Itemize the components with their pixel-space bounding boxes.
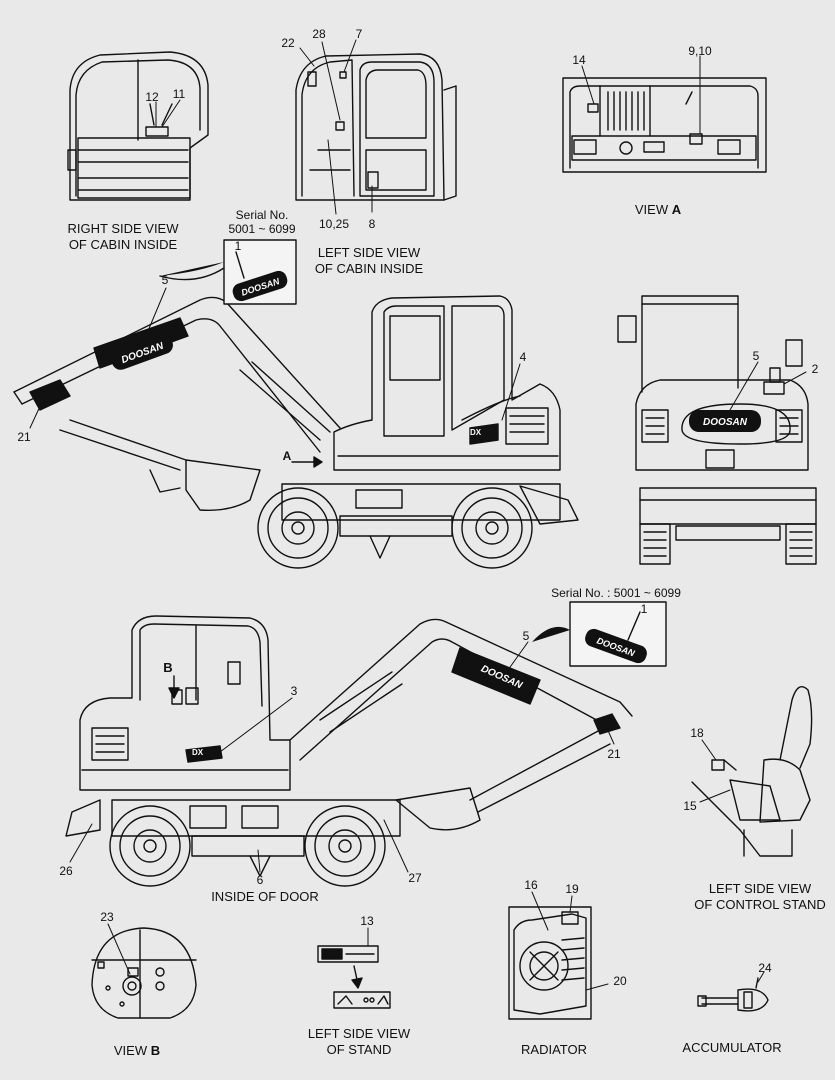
- callout-15: 15: [683, 799, 697, 813]
- callout-16: 16: [524, 878, 538, 892]
- callout-20: 20: [613, 974, 627, 988]
- caption-right-cabin-1: RIGHT SIDE VIEW: [67, 221, 179, 236]
- decal-boom-top: DOOSAN: [111, 334, 173, 370]
- arrow-b-label: B: [163, 660, 173, 675]
- caption-view-a-prefix: VIEW: [634, 202, 669, 217]
- callout-21-mid: 21: [607, 747, 621, 761]
- serial-top-line2: 5001 ~ 6099: [228, 222, 296, 236]
- callout-23: 23: [100, 910, 114, 924]
- callout-18: 18: [690, 726, 704, 740]
- callout-14: 14: [572, 53, 586, 67]
- callout-13: 13: [360, 914, 374, 928]
- caption-view-b: VIEW B: [114, 1043, 160, 1058]
- accumulator-view: [697, 977, 769, 1012]
- caption-radiator: RADIATOR: [521, 1042, 587, 1057]
- callout-27: 27: [408, 871, 422, 885]
- caption-stand-2: OF STAND: [326, 1042, 392, 1057]
- caption-left-cabin-1: LEFT SIDE VIEW: [317, 245, 421, 260]
- caption-view-a-letter: A: [671, 202, 682, 217]
- serial-top-line1: Serial No.: [235, 208, 289, 222]
- callout-2: 2: [811, 362, 819, 376]
- caption-stand-1: LEFT SIDE VIEW: [307, 1026, 411, 1041]
- caption-control-stand-1: LEFT SIDE VIEW: [708, 881, 812, 896]
- machine-rear-view: [617, 295, 817, 565]
- stand-view: [317, 945, 391, 1009]
- callout-21-top: 21: [17, 430, 31, 444]
- left-cabin-view: [295, 53, 457, 201]
- machine-side-view-top: [13, 295, 579, 569]
- arrow-b: [168, 675, 180, 699]
- callout-5-rear: 5: [752, 349, 760, 363]
- decal-rear: DOOSAN: [689, 410, 761, 432]
- callout-22: 22: [281, 36, 295, 50]
- callout-5-mid: 5: [522, 629, 530, 643]
- callout-1-mid: 1: [640, 602, 648, 616]
- serial-mid: Serial No. : 5001 ~ 6099: [551, 586, 681, 600]
- callout-12: 12: [145, 90, 159, 104]
- callout-3: 3: [290, 684, 298, 698]
- view-a: [562, 77, 767, 173]
- callout-19: 19: [565, 882, 579, 896]
- caption-view-b-letter: B: [150, 1043, 161, 1058]
- caption-view-a: VIEW A: [635, 202, 681, 217]
- callout-4: 4: [519, 350, 527, 364]
- callout-7: 7: [355, 27, 363, 41]
- radiator-view: [508, 906, 592, 1020]
- callout-9-10: 9,10: [688, 44, 712, 58]
- view-b: [91, 927, 197, 1019]
- decal-rear-text: DOOSAN: [703, 417, 748, 428]
- callout-1-top: 1: [234, 239, 242, 253]
- caption-inside-door: INSIDE OF DOOR: [211, 889, 319, 904]
- caption-accumulator: ACCUMULATOR: [682, 1040, 782, 1055]
- caption-view-b-prefix: VIEW: [113, 1043, 148, 1058]
- control-stand-view: [691, 686, 813, 857]
- callout-28: 28: [312, 27, 326, 41]
- arrow-a-label: A: [282, 449, 292, 463]
- caption-left-cabin-2: OF CABIN INSIDE: [314, 261, 424, 276]
- machine-side-view-bottom: [65, 615, 633, 887]
- callout-8: 8: [368, 217, 376, 231]
- right-cabin-view: [67, 51, 209, 201]
- caption-right-cabin-2: OF CABIN INSIDE: [68, 237, 178, 252]
- caption-control-stand-2: OF CONTROL STAND: [694, 897, 826, 912]
- model-badge-top: DX: [470, 428, 482, 437]
- callout-11: 11: [172, 87, 186, 101]
- model-badge-bottom: DX: [192, 748, 204, 757]
- arrow-a: [291, 456, 323, 468]
- leader-lines: [29, 39, 807, 991]
- callout-26: 26: [59, 864, 73, 878]
- callout-10-25: 10,25: [318, 217, 350, 231]
- callout-24: 24: [758, 961, 772, 975]
- callout-5-top: 5: [161, 273, 169, 287]
- callout-6: 6: [256, 873, 264, 887]
